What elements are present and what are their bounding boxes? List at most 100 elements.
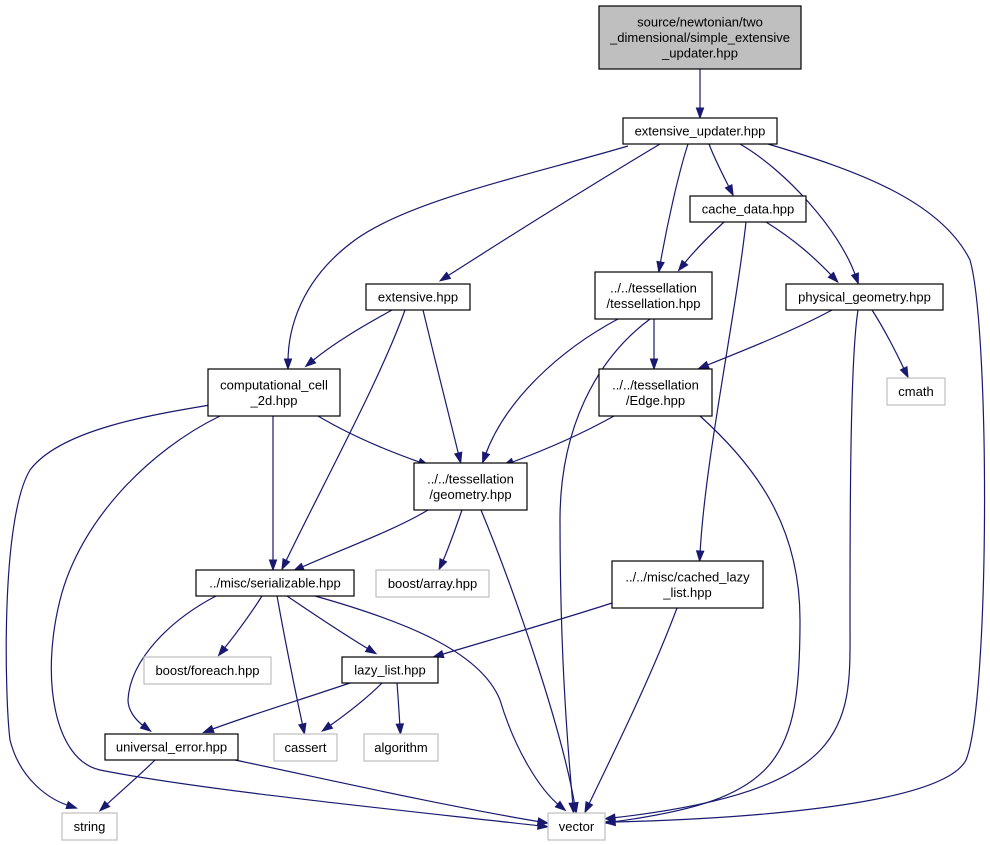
node-extensive-updater[interactable]: extensive_updater.hpp <box>622 117 778 145</box>
edge-universal-error-to-string-arrowhead <box>98 800 111 812</box>
edge-extensive-updater-to-extensive-arrowhead <box>438 271 452 282</box>
node-extensive[interactable]: extensive.hpp <box>365 283 471 311</box>
edge-geometry-to-boost-array-arrowhead <box>438 558 448 571</box>
node-cmath: cmath <box>886 377 946 406</box>
node-vector: vector <box>547 812 606 841</box>
edge-tessellation-to-edge-arrowhead <box>649 358 659 371</box>
edge-cache-data-to-cached-lazy-list-arrowhead <box>695 550 705 563</box>
node-universal-error-box <box>104 733 239 761</box>
edge-root-to-extensive-updater-arrowhead <box>695 107 705 120</box>
node-algorithm-label-line: algorithm <box>374 740 427 755</box>
edge-extensive-to-computational-cell-arrowhead <box>304 356 317 368</box>
edge-tessellation-to-vector <box>559 318 651 807</box>
edge-serializable-to-lazy-list <box>286 595 371 651</box>
node-cassert-label-line: cassert <box>285 740 327 755</box>
edge-geometry-to-vector-arrowhead <box>570 801 579 815</box>
node-tessellation[interactable]: ../../tessellation/tessellation.hpp <box>594 271 713 320</box>
edge-edge-to-geometry <box>509 415 615 464</box>
edge-extensive-updater-to-tessellation-arrowhead <box>656 260 665 274</box>
node-cassert: cassert <box>273 733 338 762</box>
edge-serializable-to-universal-error-arrowhead <box>139 721 152 732</box>
node-boost-foreach-box <box>143 656 272 685</box>
node-cached-lazy-list-box <box>611 560 764 609</box>
node-tessellation-label-line: ../../tessellation <box>610 280 697 295</box>
edge-extensive-updater-to-computational-cell-arrowhead <box>283 358 293 371</box>
node-extensive-updater-label-line: extensive_updater.hpp <box>635 124 766 139</box>
edge-cache-data-to-tessellation-arrowhead <box>677 259 689 272</box>
edge-extensive-to-computational-cell <box>310 309 393 363</box>
node-algorithm-box <box>363 733 439 762</box>
edge-cached-lazy-list-to-vector <box>587 607 678 807</box>
edge-serializable-to-vector <box>314 595 561 807</box>
node-computational-cell[interactable]: computational_cell_2d.hpp <box>207 368 341 417</box>
edge-lazy-list-to-algorithm-arrowhead <box>395 723 405 736</box>
node-root[interactable]: source/newtonian/two_dimensional/simple_… <box>598 5 802 70</box>
edge-extensive-updater-to-physical-geometry <box>739 143 857 278</box>
edge-serializable-to-universal-error <box>127 595 217 728</box>
node-physical-geometry[interactable]: physical_geometry.hpp <box>785 283 944 311</box>
node-boost-array-label-line: boost/array.hpp <box>388 576 477 591</box>
edge-edge-to-vector <box>611 415 801 823</box>
edge-physical-geometry-to-edge-arrowhead <box>697 360 710 370</box>
node-lazy-list-label-line: lazy_list.hpp <box>354 663 426 678</box>
edge-computational-cell-to-serializable-arrowhead <box>268 559 278 572</box>
edge-computational-cell-to-geometry <box>317 415 423 464</box>
edge-physical-geometry-to-cmath-arrowhead <box>899 365 909 379</box>
node-serializable[interactable]: ../misc/serializable.hpp <box>195 569 355 597</box>
node-root-label-line: _updater.hpp <box>661 46 738 61</box>
edge-geometry-to-boost-array <box>441 509 463 564</box>
edge-cached-lazy-list-to-lazy-list <box>439 602 613 656</box>
edge-cache-data-to-physical-geometry-arrowhead <box>827 271 839 284</box>
edge-cached-lazy-list-to-vector-arrowhead <box>584 800 594 814</box>
node-root-label-line: _dimensional/simple_extensive <box>609 30 790 45</box>
edge-extensive-updater-to-physical-geometry-arrowhead <box>850 272 859 285</box>
node-lazy-list[interactable]: lazy_list.hpp <box>341 656 439 684</box>
node-algorithm: algorithm <box>363 733 439 762</box>
node-root-box <box>598 5 802 70</box>
node-boost-foreach: boost/foreach.hpp <box>143 656 272 685</box>
node-serializable-label-line: ../misc/serializable.hpp <box>209 576 341 591</box>
node-cached-lazy-list-label-line: ../../misc/cached_lazy <box>625 569 750 584</box>
node-tessellation-label-line: /tessellation.hpp <box>607 296 701 311</box>
node-cached-lazy-list[interactable]: ../../misc/cached_lazy_list.hpp <box>611 560 764 609</box>
node-boost-foreach-label-line: boost/foreach.hpp <box>155 663 259 678</box>
node-geometry-label-line: /geometry.hpp <box>429 487 511 502</box>
node-computational-cell-label-line: _2d.hpp <box>250 393 298 408</box>
node-cache-data[interactable]: cache_data.hpp <box>689 195 807 223</box>
node-vector-box <box>547 812 606 841</box>
edge-edge-to-vector-arrowhead <box>603 817 617 826</box>
edge-extensive-to-serializable-arrowhead <box>281 557 291 571</box>
node-edge-box <box>598 368 713 417</box>
edge-computational-cell-to-string-arrowhead <box>65 800 79 810</box>
edge-serializable-to-boost-foreach-arrowhead <box>217 644 229 657</box>
node-boost-array-box <box>375 569 490 598</box>
node-lazy-list-box <box>341 656 439 684</box>
node-geometry-box <box>413 462 528 511</box>
edge-extensive-updater-to-cache-data-arrowhead <box>724 183 734 197</box>
node-physical-geometry-label-line: physical_geometry.hpp <box>798 290 931 305</box>
node-cassert-box <box>273 733 338 762</box>
node-geometry[interactable]: ../../tessellation/geometry.hpp <box>413 462 528 511</box>
edge-lazy-list-to-algorithm <box>396 682 401 728</box>
node-cache-data-box <box>689 195 807 223</box>
edge-extensive-to-geometry-arrowhead <box>453 451 463 465</box>
edge-lazy-list-to-cassert-arrowhead <box>321 721 334 732</box>
edge-cache-data-to-physical-geometry <box>765 221 834 278</box>
edge-universal-error-to-string <box>104 759 156 807</box>
node-extensive-updater-box <box>622 117 778 145</box>
node-computational-cell-box <box>207 368 341 417</box>
edge-serializable-to-lazy-list-arrowhead <box>364 644 378 655</box>
edge-geometry-to-serializable <box>299 509 429 569</box>
edge-extensive-updater-to-cache-data <box>708 143 731 190</box>
node-root-label-line: source/newtonian/two <box>637 15 763 30</box>
edges-layer <box>5 69 986 830</box>
node-physical-geometry-box <box>785 283 944 311</box>
node-universal-error[interactable]: universal_error.hpp <box>104 733 239 761</box>
node-computational-cell-label-line: computational_cell <box>220 377 328 392</box>
node-string: string <box>61 812 118 841</box>
node-universal-error-label-line: universal_error.hpp <box>116 740 227 755</box>
node-edge[interactable]: ../../tessellation/Edge.hpp <box>598 368 713 417</box>
node-cmath-label-line: cmath <box>898 384 933 399</box>
edge-serializable-to-vector-arrowhead <box>554 800 567 812</box>
